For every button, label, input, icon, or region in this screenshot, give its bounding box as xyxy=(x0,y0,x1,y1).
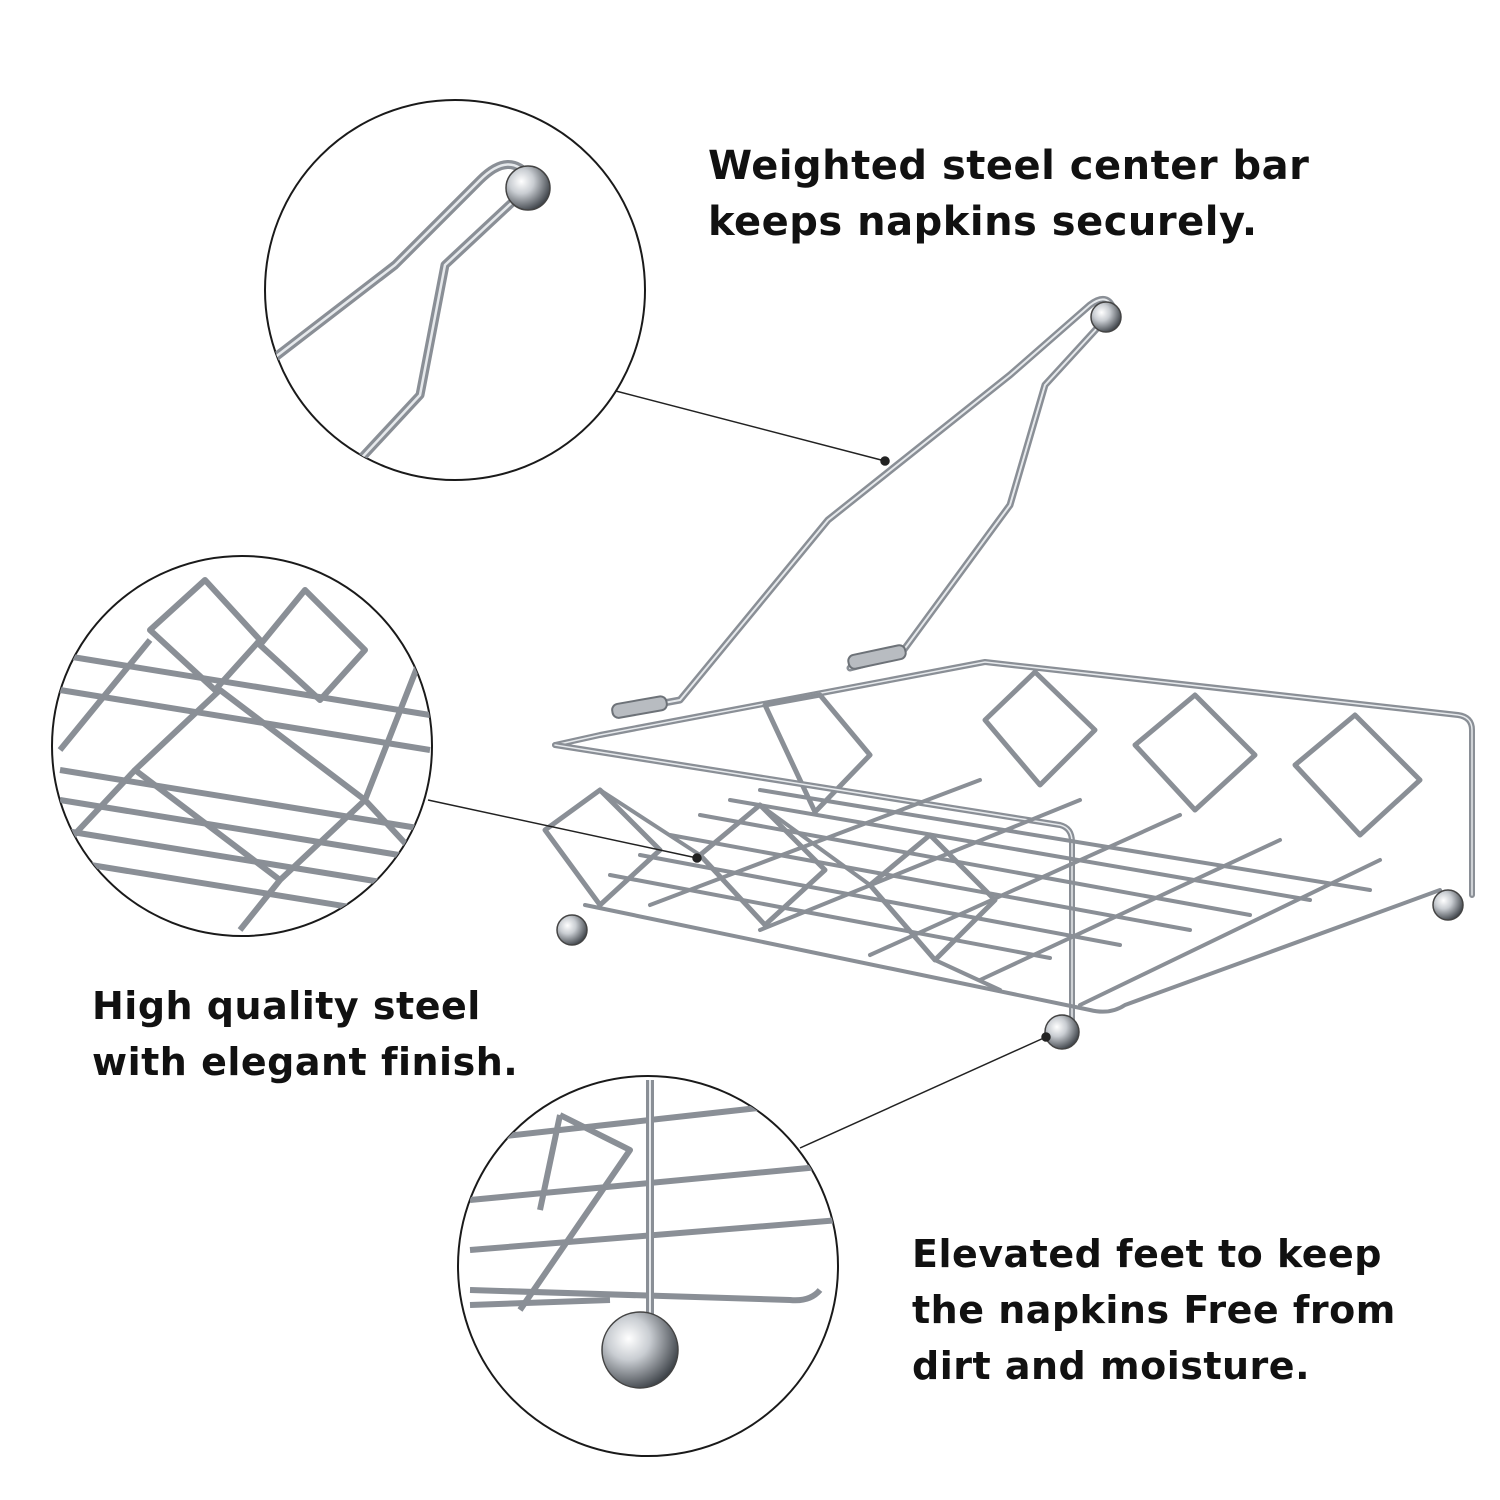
back-frame xyxy=(552,659,1475,898)
callout-steel-quality: High quality steel with elegant finish. xyxy=(92,978,518,1090)
leader-lines xyxy=(427,389,1051,1149)
detail-circle-feet xyxy=(457,1075,839,1457)
callout-line: Weighted steel center bar xyxy=(708,143,1310,189)
callout-line: the napkins Free from xyxy=(912,1288,1396,1332)
callout-elevated-feet: Elevated feet to keep the napkins Free f… xyxy=(912,1226,1396,1394)
foot-ball xyxy=(556,914,588,946)
detail-circle-center-bar xyxy=(264,99,646,481)
base-grid xyxy=(583,778,1442,1014)
callout-line: dirt and moisture. xyxy=(912,1344,1310,1388)
callout-line: Elevated feet to keep xyxy=(912,1232,1383,1276)
feet xyxy=(556,889,1464,1050)
callout-line: with elegant finish. xyxy=(92,1040,519,1084)
center-bar xyxy=(611,295,1122,719)
foot-ball xyxy=(1432,889,1464,921)
callout-line: keeps napkins securely. xyxy=(708,199,1258,245)
foot-ball-closeup xyxy=(601,1311,679,1389)
napkin-holder xyxy=(542,295,1475,1050)
detail-circle-steel xyxy=(51,555,433,937)
foot-ball xyxy=(1044,1014,1080,1050)
callout-center-bar: Weighted steel center bar keeps napkins … xyxy=(708,138,1309,250)
callout-line: High quality steel xyxy=(92,984,481,1028)
front-frame xyxy=(542,742,1075,1023)
